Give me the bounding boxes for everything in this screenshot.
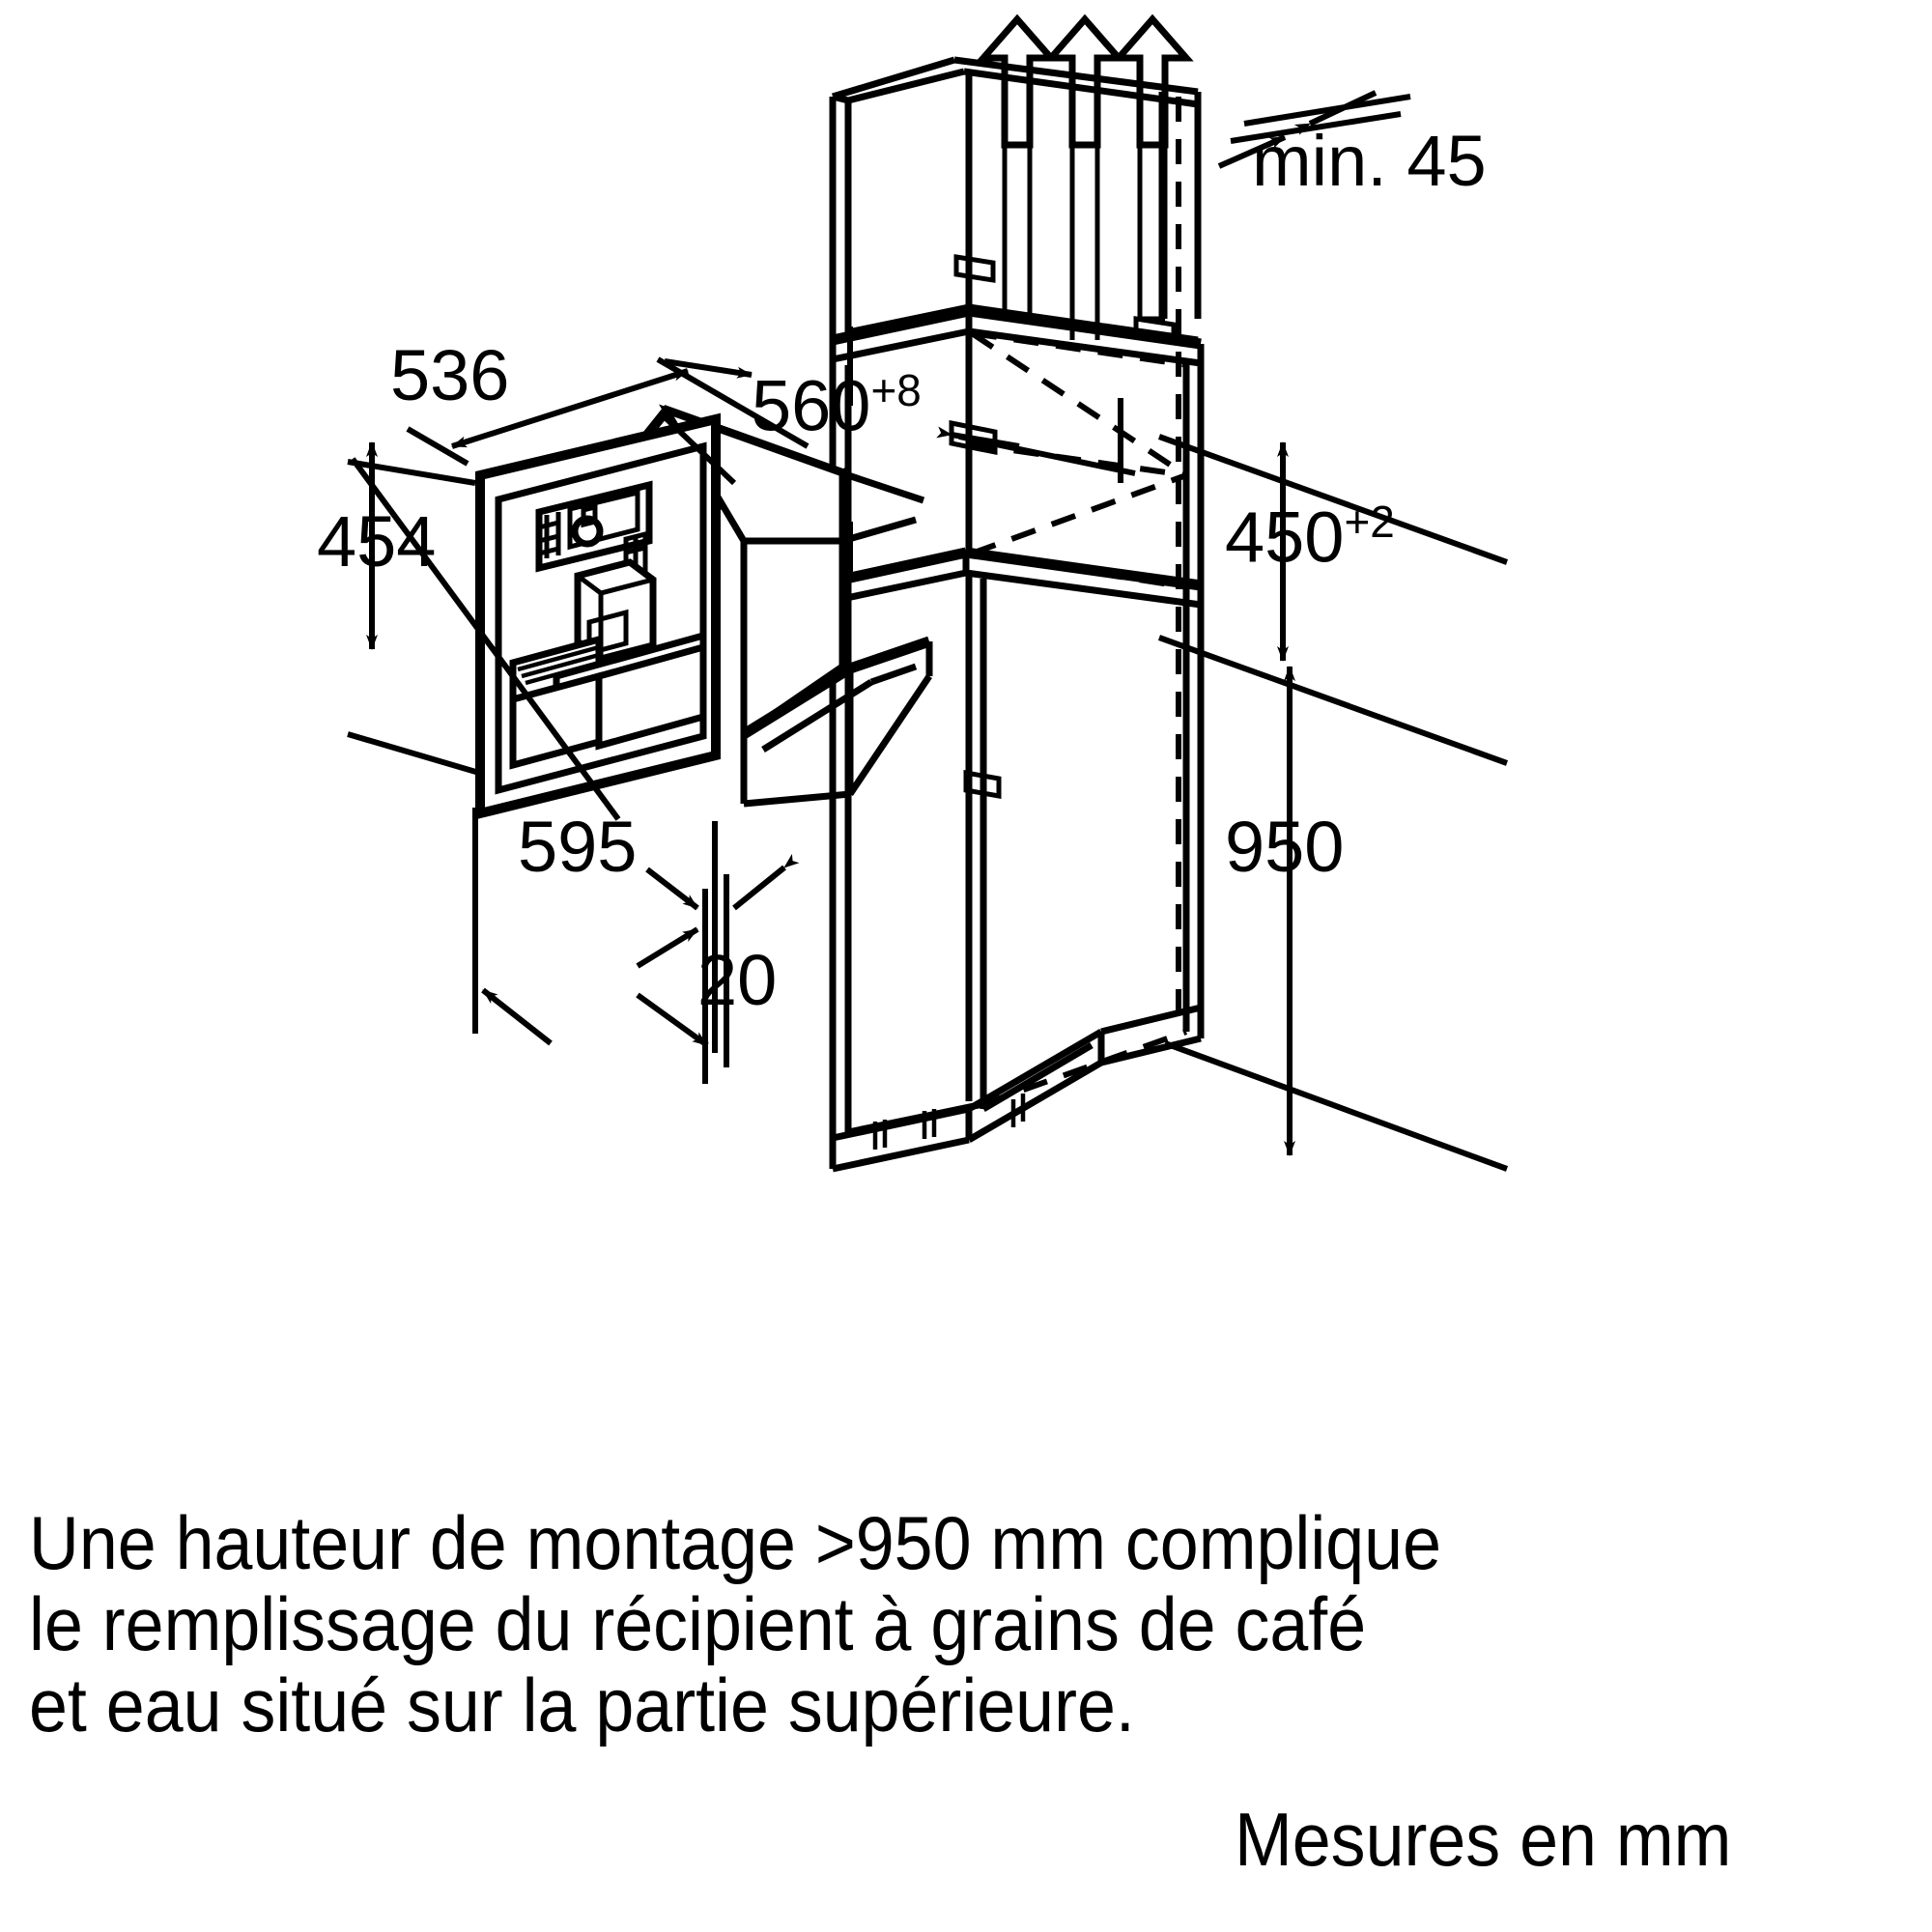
dim-line-20-a xyxy=(645,867,699,911)
dimension-label-450: 450+2 xyxy=(1225,497,1395,574)
note-line-2: le remplissage du récipient à grains de … xyxy=(29,1581,1367,1666)
pull-out-shelf xyxy=(740,636,933,808)
dimension-label-454: 454 xyxy=(317,501,437,582)
dim-line-20-c xyxy=(636,926,699,969)
dimension-tolerance-560: +8 xyxy=(870,365,922,415)
ext-line-454-bot xyxy=(347,731,480,776)
dimension-label-595: 595 xyxy=(518,807,638,887)
dim-line-536 xyxy=(451,368,689,449)
dim-line-595-b xyxy=(636,992,709,1048)
coffee-spout xyxy=(574,558,657,663)
dimension-value-560: 560 xyxy=(752,365,871,446)
dim-line-min45-b xyxy=(1217,134,1287,169)
hidden-edge xyxy=(970,330,1188,478)
cabinet-assembly xyxy=(829,14,1205,1173)
drip-tray xyxy=(509,631,707,770)
dimension-lines xyxy=(347,90,1509,1172)
dim-line-595-a xyxy=(481,987,553,1046)
dimension-label-950: 950 xyxy=(1225,807,1345,887)
ext-line-536-left2 xyxy=(350,457,621,821)
ext-line-536-left xyxy=(406,426,469,467)
note-line-1: Une hauteur de montage >950 mm complique xyxy=(29,1500,1442,1585)
dim-line-560-right xyxy=(936,426,1020,449)
ext-line-min45-b xyxy=(1230,111,1402,144)
hidden-edge xyxy=(981,1029,1188,1107)
dim-line-560-left xyxy=(664,358,753,379)
coffee-machine-assembly xyxy=(475,404,933,820)
dim-line-20-b xyxy=(732,853,800,911)
dimension-label-20: 20 xyxy=(697,940,778,1020)
ext-line-950-bot xyxy=(1163,1040,1509,1172)
dimension-label-536: 536 xyxy=(390,335,510,415)
hidden-edge xyxy=(971,551,1189,590)
dimension-label-560: 560+8 xyxy=(752,368,922,442)
ext-line-560-left xyxy=(656,356,810,449)
dimension-tolerance-450: +2 xyxy=(1344,497,1395,547)
dimension-value-450: 450 xyxy=(1225,497,1345,578)
ext-line-min45-a xyxy=(1243,94,1411,127)
dim-line-min45-a xyxy=(1293,90,1378,135)
hidden-edge xyxy=(970,472,1188,556)
ext-line-450-bot xyxy=(1157,635,1509,766)
note-line-3: et eau situé sur la partie supérieure. xyxy=(29,1662,1135,1747)
up-arrow-icon xyxy=(1043,14,1126,149)
dimension-label-min45: min. 45 xyxy=(1252,121,1487,201)
hidden-edge xyxy=(971,330,1189,368)
ext-line-450-top xyxy=(1157,434,1509,565)
units-note: Mesures en mm xyxy=(1235,1797,1732,1882)
installation-note: Une hauteur de montage >950 mm complique… xyxy=(29,1502,1671,1746)
